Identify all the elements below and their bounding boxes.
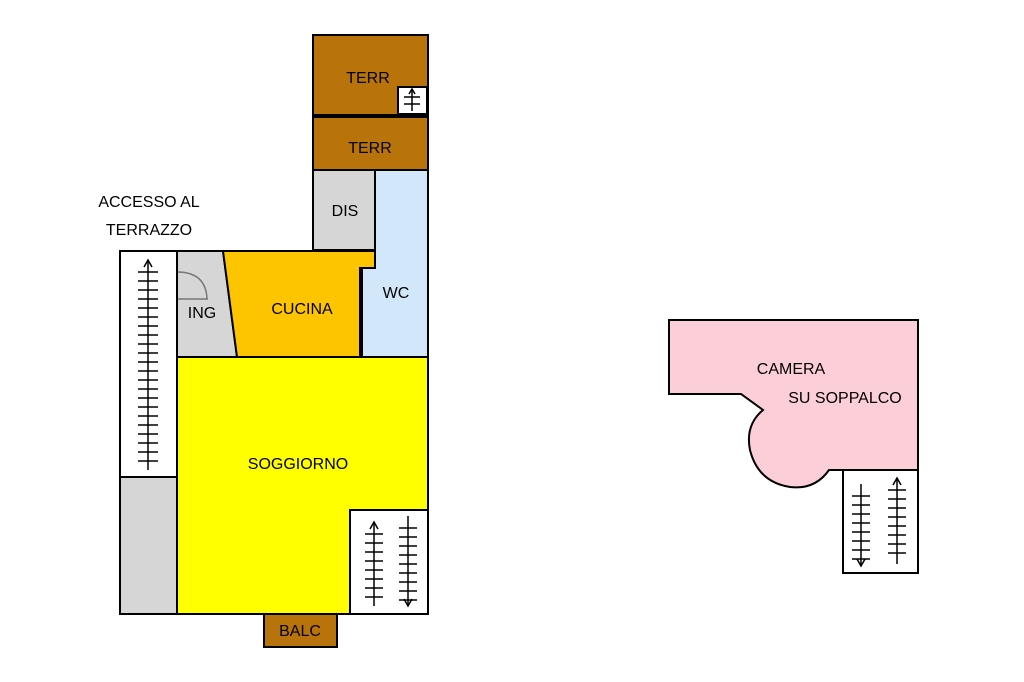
label-soggiorno: SOGGIORNO [248,456,348,473]
label-camera-line2: SU SOPPALCO [788,390,902,407]
label-ing: ING [188,305,216,322]
stair-living-room [349,509,429,615]
room-disimpegno [312,169,376,251]
room-balcone [263,613,338,648]
stair-terrace-up-arrow [138,258,158,470]
label-access-line2: TERRAZZO [106,222,192,239]
stair-soppalco-down-arrow [852,484,870,568]
label-cucina: CUCINA [271,301,333,318]
stair-small-top-arrow [404,87,420,111]
door-swing-arc [176,271,208,300]
room-camera-soppalco [668,319,919,489]
label-dis: DIS [332,203,359,220]
label-terr-top: TERR [346,70,390,87]
stair-living-down-arrow [399,516,417,608]
room-terrace-middle [312,116,429,171]
stair-terrace-landing [119,476,178,615]
stair-soppalco [842,469,919,574]
label-access-line1: ACCESSO AL [98,194,199,211]
stair-living-up-arrow [365,520,383,606]
label-terr-middle: TERR [348,140,392,157]
label-camera-line1: CAMERA [757,361,826,378]
label-wc: WC [383,285,410,302]
stair-soppalco-up-arrow [888,476,906,564]
label-balc: BALC [279,623,321,640]
